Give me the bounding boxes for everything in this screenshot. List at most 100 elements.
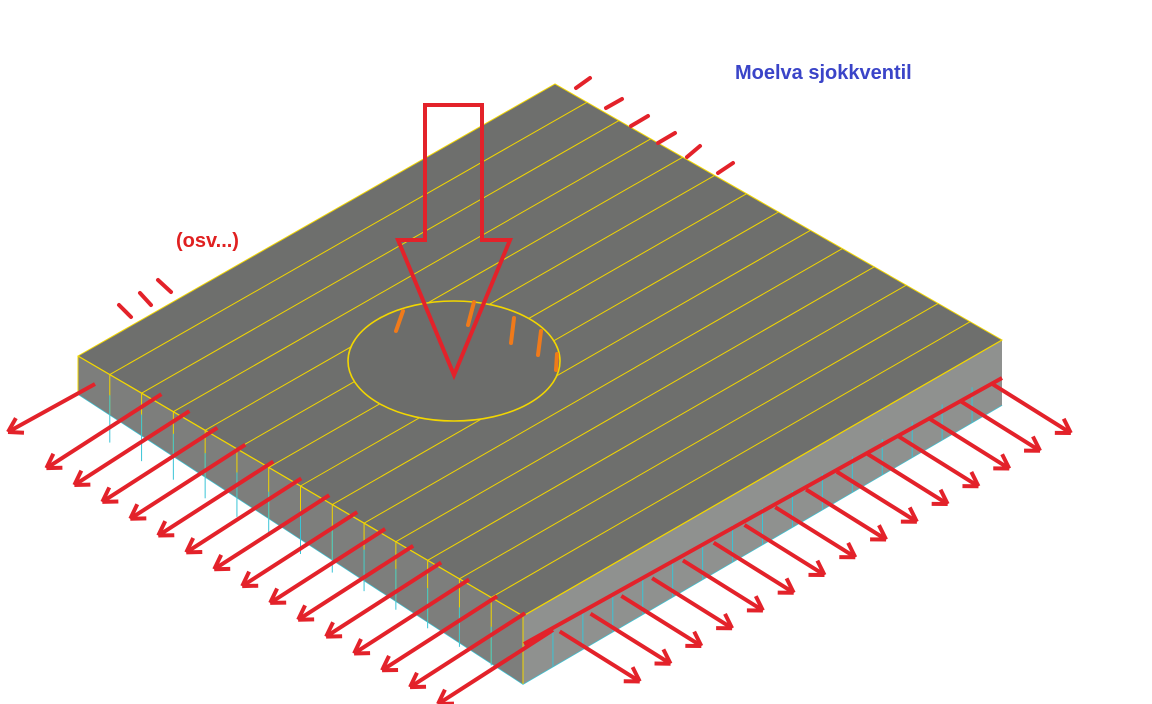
arrow-shaft [712,541,795,595]
strip-line [332,229,811,506]
arrow-shaft [73,409,191,487]
pressure-arrow-icon [989,381,1073,436]
arrow-head-b [907,506,919,523]
pressure-arrow-icon [6,382,96,435]
arrow-shaft [681,558,764,613]
arrow-head-a [408,671,419,689]
arrow-head-b [877,524,888,541]
arrow-head-a [268,587,279,604]
pressure-arrow-icon [72,409,191,488]
arrow-shaft [989,381,1072,435]
arrow-shaft [928,416,1011,471]
arrow-head-b [1000,453,1012,470]
pressure-arrow-icon [408,611,527,690]
arrow-shaft [157,459,275,538]
arrow-head-a [240,570,251,587]
pressure-arrow-icon [958,399,1042,453]
valve-disc [347,300,561,422]
arrow-shaft [589,612,672,666]
arrow-shaft [743,523,826,577]
back-edge-dashes [117,76,735,319]
arrow-head-b [784,577,796,594]
arrow-shaft [297,544,415,622]
pressure-arrow-icon [805,487,888,542]
strip-line [459,302,939,580]
arrow-head-a [184,537,196,554]
pressure-arrow-icon [928,416,1012,471]
pressure-arrow-icon [44,392,163,471]
arrow-head-a [44,452,56,470]
strip-line [204,156,683,431]
arrow-head-a [324,621,335,638]
pressure-arrow-icon [743,523,827,577]
arrow-head-b [723,612,734,630]
arrow-head-b [7,430,25,435]
arrow-shaft [958,399,1042,453]
diagram-title: Moelva sjokkventil [735,62,912,84]
arrow-shaft [269,527,387,605]
valve-marks [394,300,559,372]
pressure-arrow-icon [296,544,415,622]
strip-line [141,120,620,394]
pressure-arrow-icon [897,434,981,489]
arrow-head-b [1031,435,1042,452]
arrow-head-a [100,486,112,503]
arrow-head-a [212,553,223,571]
arrow-shaft [805,487,888,542]
strip-line [363,248,843,524]
arrow-head-b [692,630,704,647]
pressure-arrow-icon [835,470,919,524]
left-pressure-arrows [6,382,555,704]
pressure-arrow-icon [240,510,359,589]
arrow-head-a [352,638,363,655]
load-arrow-icon [395,103,513,381]
arrow-shaft [7,382,96,434]
arrow-head-b [969,471,981,488]
strip-line [490,321,971,598]
arrow-head-a [128,503,140,520]
pressure-arrow-icon [712,541,796,595]
strip-line [395,266,875,543]
arrow-head-a [72,469,84,486]
arrow-shaft [325,560,443,639]
arrow-head-b [661,648,673,665]
pressure-arrow-icon [380,594,499,673]
pressure-arrow-icon [324,560,443,639]
arrow-shaft [45,392,163,470]
strip-line [109,101,588,376]
arrow-head-b [815,559,827,576]
arrow-shaft [380,594,499,672]
pressure-arrow-icon [352,577,471,656]
arrow-head-a [436,688,447,704]
pressure-arrow-icon [681,558,765,613]
pressure-arrow-icon [268,527,387,605]
arrow-shaft [185,476,303,555]
arrow-head-b [846,542,858,559]
pressure-arrow-icon [651,576,734,631]
pressure-arrow-icon [558,629,642,684]
arrow-shaft [436,628,555,704]
arrow-head-a [156,520,168,537]
arrow-shaft [897,434,980,488]
pressure-arrow-icon [774,505,858,560]
arrow-shaft [866,452,949,506]
right-pressure-arrows [558,381,1073,684]
pressure-arrow-icon [212,493,331,572]
arrow-head-a [296,604,307,621]
arrow-head-a [6,417,18,433]
pressure-arrow-icon [620,594,704,648]
pressure-arrow-icon [128,443,247,521]
arrow-head-b [938,488,950,505]
arrow-shaft [651,576,734,630]
arrow-head-b [630,666,642,683]
pressure-arrow-icon [100,426,219,504]
etc-note: (osv...) [176,230,239,252]
arrow-shaft [620,594,703,648]
arrow-shaft [101,426,219,504]
pressure-edge-line [523,376,1003,646]
pressure-arrow-icon [589,612,673,666]
arrow-shaft [558,629,641,684]
arrow-shaft [213,493,331,571]
arrow-shaft [835,470,918,524]
